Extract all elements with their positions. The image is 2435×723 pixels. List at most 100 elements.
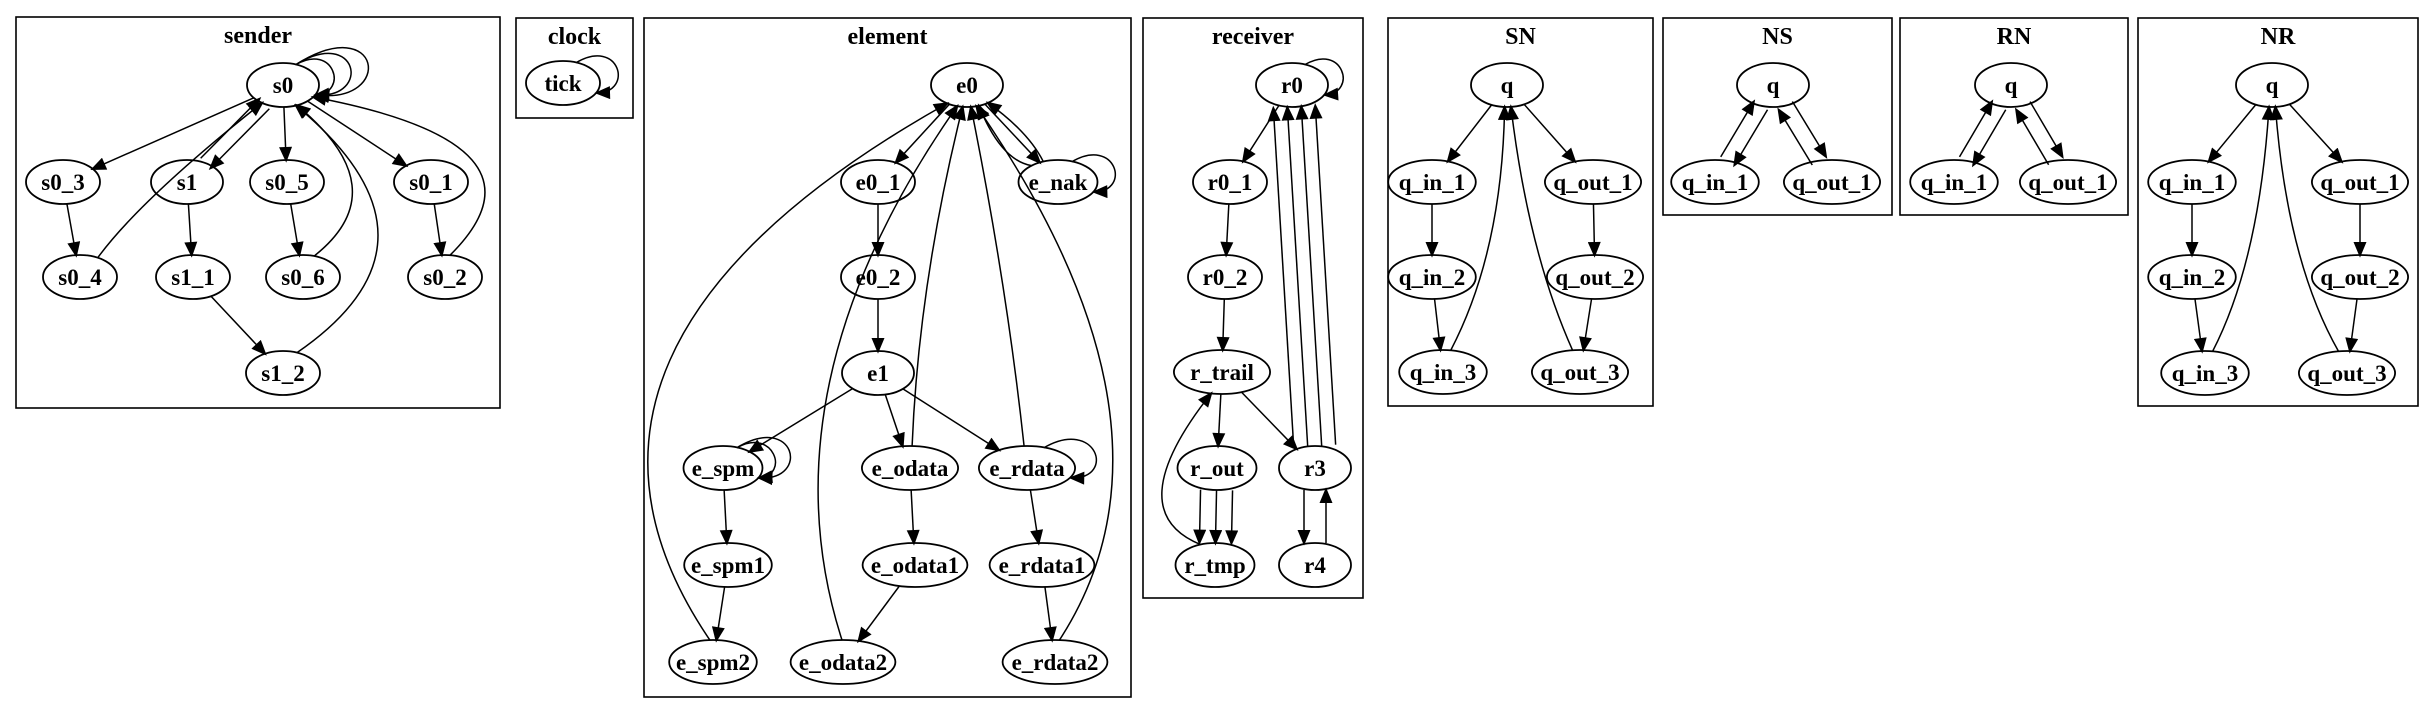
node-label-r_out: r_out	[1190, 456, 1244, 481]
node-NS-q: q	[1736, 62, 1810, 108]
node-SN-q_in_1: q_in_1	[1387, 159, 1477, 205]
node-sender-s0_4: s0_4	[42, 254, 118, 300]
node-sender-s1: s1	[150, 159, 224, 205]
node-sender-s0_1: s0_1	[393, 159, 469, 205]
node-element-e_spm: e_spm	[682, 445, 764, 491]
node-sender-s1_2: s1_2	[245, 350, 321, 396]
edge-r3-r0	[1309, 103, 1337, 445]
node-label-e_odata: e_odata	[872, 456, 949, 481]
node-label-e_odata2: e_odata2	[799, 650, 887, 675]
node-element-e_spm1: e_spm1	[683, 542, 773, 588]
node-receiver-r_tmp: r_tmp	[1174, 542, 1256, 588]
node-label-q: q	[2005, 73, 2018, 98]
node-label-q_in_1: q_in_1	[1682, 170, 1748, 195]
node-element-e0_1: e0_1	[840, 159, 916, 205]
node-ellipse-q_out_1	[2019, 159, 2118, 205]
node-label-q_out_1: q_out_1	[2320, 170, 2399, 195]
cluster-title-clock: clock	[548, 24, 602, 50]
node-clock-tick: tick	[525, 60, 601, 106]
edge-e_rdata-e_rdata1	[1029, 489, 1044, 546]
edge-s0_5-s0_6	[289, 203, 304, 258]
node-label-q_in_1: q_in_1	[1921, 170, 1987, 195]
edge-e_odata1-e_odata2	[857, 585, 901, 644]
edge-s0_4-s0	[97, 101, 265, 259]
node-receiver-r3: r3	[1278, 445, 1352, 491]
edge-q_out_1-q	[2014, 107, 2050, 166]
node-label-e0_2: e0_2	[856, 265, 901, 290]
node-label-s0: s0	[273, 73, 293, 98]
edge-e_odata-e0	[911, 104, 966, 447]
cluster-title-receiver: receiver	[1212, 24, 1294, 50]
node-element-e0_2: e0_2	[840, 254, 916, 300]
node-label-e0: e0	[956, 73, 978, 98]
node-label-q_out_1: q_out_1	[2028, 170, 2107, 195]
node-sender-s1_1: s1_1	[155, 254, 231, 300]
node-label-q: q	[1767, 73, 1780, 98]
node-element-e0: e0	[930, 62, 1004, 108]
node-NR-q_out_1: q_out_1	[2310, 159, 2409, 205]
node-ellipse-q_out_1	[1544, 159, 1643, 205]
self-loop-r0	[1304, 58, 1344, 101]
edge-q-q_out_1	[2029, 101, 2064, 159]
node-receiver-r0_2: r0_2	[1187, 254, 1263, 300]
node-label-e1: e1	[867, 361, 889, 386]
edge-q-q_out_1	[1791, 101, 1828, 159]
node-label-r3: r3	[1304, 456, 1326, 481]
node-label-r0_2: r0_2	[1203, 265, 1248, 290]
node-ellipse-e0	[930, 62, 1004, 108]
node-SN-q: q	[1470, 62, 1544, 108]
node-element-e_spm2: e_spm2	[668, 639, 758, 685]
node-label-s1: s1	[177, 170, 197, 195]
node-SN-q_in_3: q_in_3	[1398, 349, 1488, 395]
self-loop-s0	[295, 52, 352, 103]
node-NR-q_out_3: q_out_3	[2297, 350, 2396, 396]
edge-s1_2-s0	[293, 103, 379, 354]
edge-e0-e0_1	[893, 103, 950, 165]
edge-e_spm2-e0	[647, 102, 950, 641]
edge-s0_2-s0	[310, 93, 486, 256]
edge-q_in_1-q	[1720, 99, 1756, 158]
edge-r3-r0	[1295, 103, 1323, 446]
node-label-s0_3: s0_3	[41, 170, 84, 195]
node-ellipse-s0_1	[393, 159, 469, 205]
node-label-e_rdata2: e_rdata2	[1012, 650, 1099, 675]
edge-e_rdata1-e_rdata2	[1043, 586, 1057, 643]
edge-q_in_3-q	[1450, 104, 1511, 351]
node-label-e_spm2: e_spm2	[676, 650, 750, 675]
cluster-clock: clock tick	[515, 17, 634, 119]
cluster-box-NS	[1662, 17, 1893, 216]
node-label-q: q	[1501, 73, 1514, 98]
edge-r_trail-r_out	[1212, 393, 1226, 449]
node-element-e_odata2: e_odata2	[789, 639, 897, 685]
edge-e_odata-e_odata1	[906, 489, 920, 546]
node-NR-q_in_1: q_in_1	[2147, 159, 2237, 205]
node-receiver-r0: r0	[1255, 62, 1329, 108]
edge-s1-s1_1	[184, 203, 198, 258]
node-label-s1_1: s1_1	[171, 265, 214, 290]
cluster-box-clock	[515, 17, 634, 119]
edge-q-q_in_1	[1446, 104, 1493, 164]
node-label-e_spm: e_spm	[692, 456, 755, 481]
edge-e1-e_odata	[884, 394, 905, 449]
edge-r_out-r_tmp	[1209, 489, 1223, 546]
node-SN-q_in_2: q_in_2	[1387, 254, 1477, 300]
edge-q_out_3-q	[2269, 104, 2340, 352]
node-receiver-r4: r4	[1278, 542, 1352, 588]
node-ellipse-q	[1974, 62, 2048, 108]
edge-e_odata2-e0	[817, 104, 959, 641]
node-label-s0_4: s0_4	[58, 265, 102, 290]
cluster-title-sender: sender	[224, 23, 292, 49]
node-element-e_odata: e_odata	[861, 445, 960, 491]
edge-q_out_1-q	[1777, 107, 1813, 166]
edge-q_in_2-q_in_3	[1432, 298, 1446, 353]
node-label-q_in_1: q_in_1	[1399, 170, 1465, 195]
node-label-r4: r4	[1304, 553, 1326, 578]
node-label-q_in_3: q_in_3	[2172, 361, 2238, 386]
